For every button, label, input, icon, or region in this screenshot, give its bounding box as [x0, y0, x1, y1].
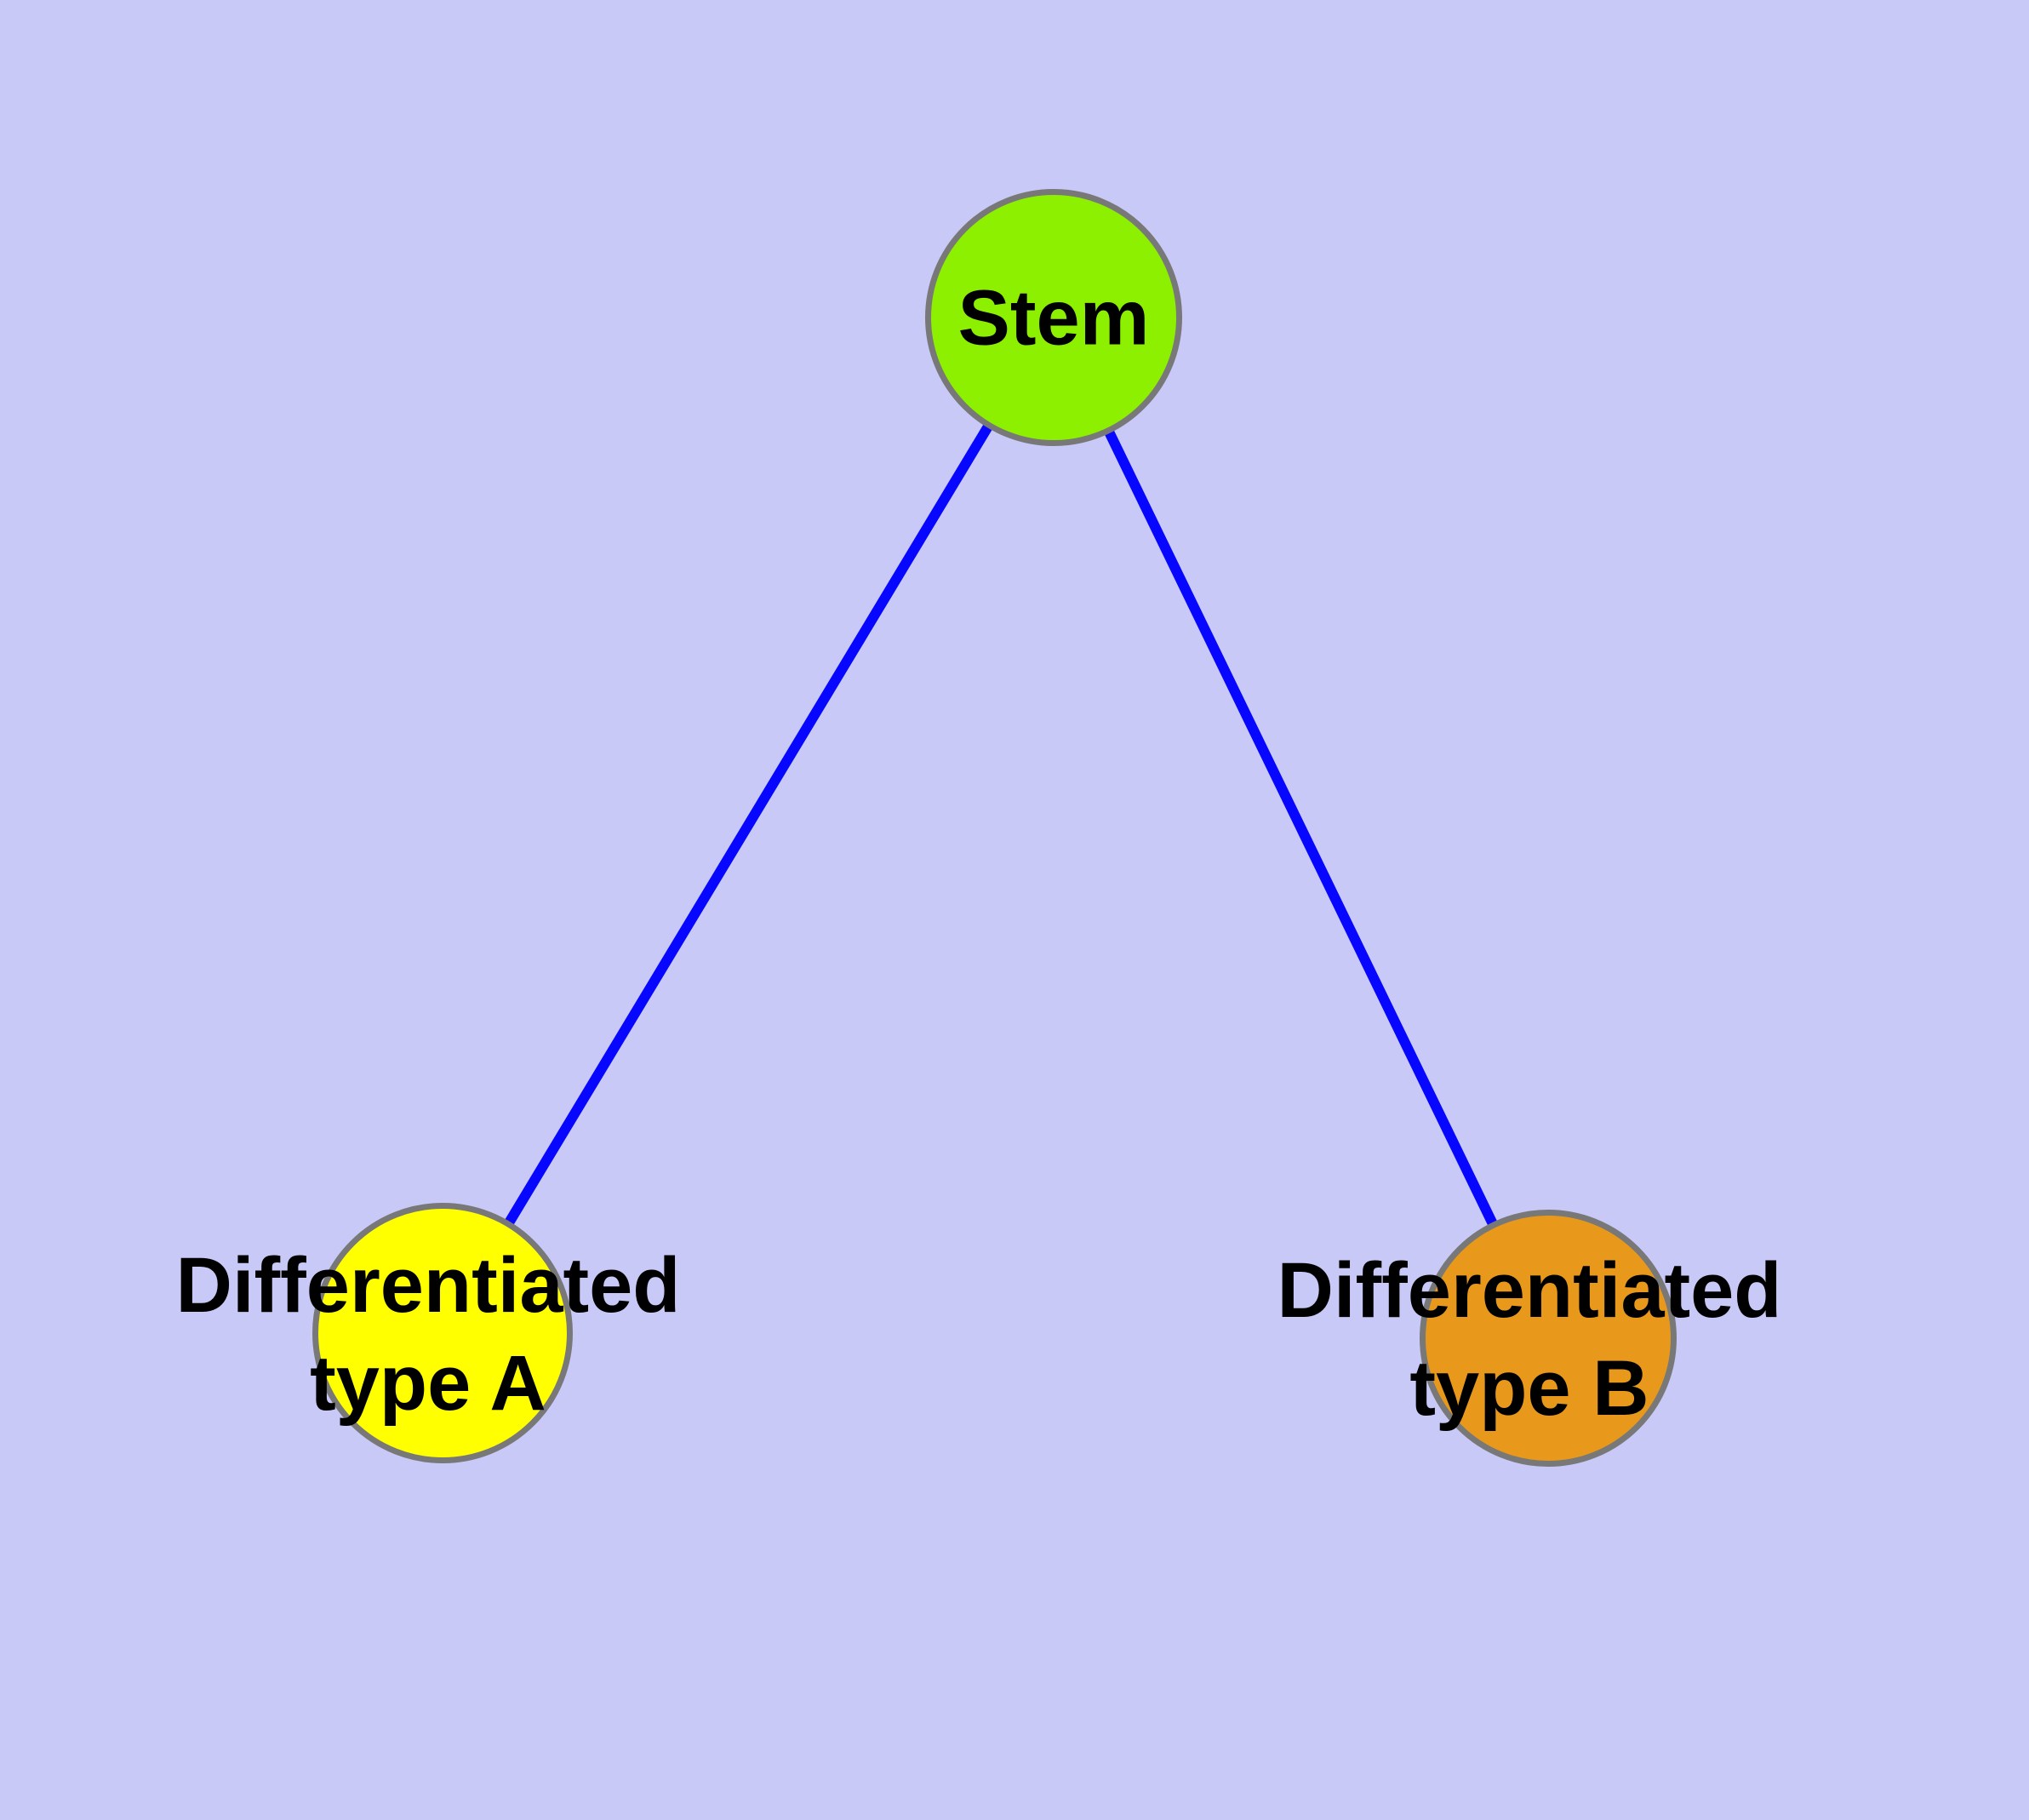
node-label-differentiated-type-b: Differentiated type B [1277, 1242, 1782, 1438]
edge-stem-to-type-b [1049, 315, 1553, 1341]
node-label-line: Differentiated [175, 1242, 681, 1329]
node-label-line: Stem [957, 274, 1150, 362]
node-label-line: type A [310, 1340, 546, 1427]
node-differentiated-type-b [1420, 1210, 1677, 1467]
node-stem [925, 189, 1182, 446]
node-label-differentiated-type-a: Differentiated type A [176, 1237, 681, 1433]
node-label-line: type B [1409, 1345, 1649, 1432]
node-label-line: Differentiated [1277, 1247, 1782, 1334]
node-differentiated-type-a [312, 1203, 573, 1463]
node-label-stem: Stem [958, 270, 1150, 368]
edge-stem-to-type-a [437, 314, 1059, 1336]
